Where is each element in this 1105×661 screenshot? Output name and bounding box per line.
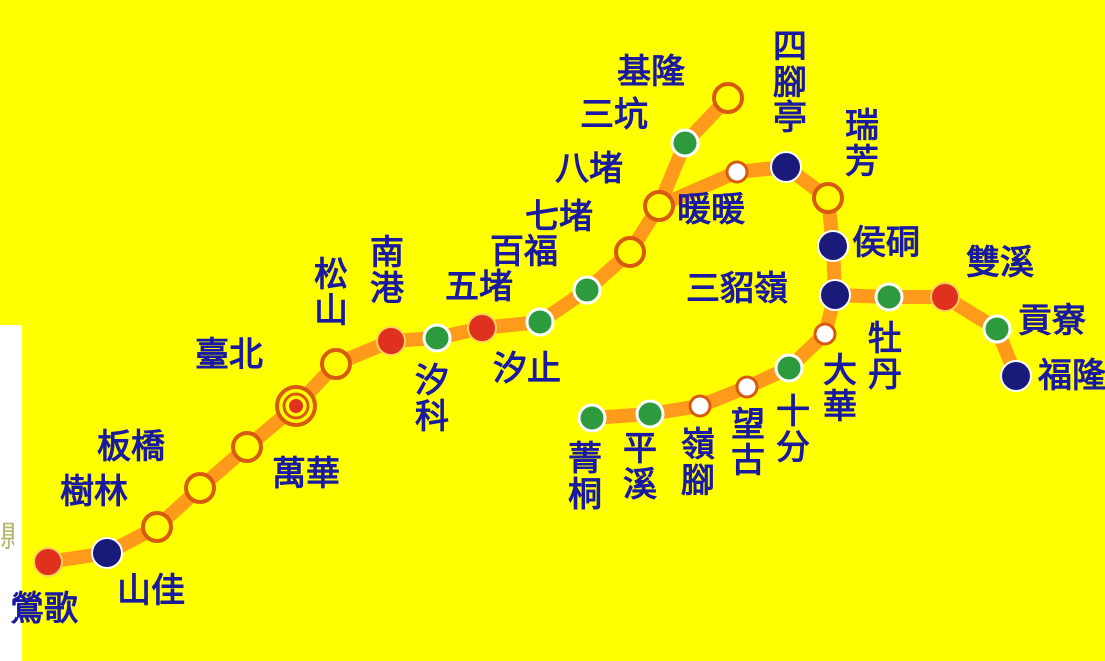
station-label: 鶯歌	[10, 589, 78, 629]
station-marker[interactable]	[467, 313, 497, 343]
station-dot	[688, 394, 712, 418]
station-label: 汐科	[415, 361, 449, 437]
station-dot	[874, 282, 904, 312]
station-label: 八堵	[555, 149, 623, 189]
station-dot	[982, 314, 1012, 344]
station-label: 三坑	[580, 95, 648, 135]
station-marker[interactable]	[812, 182, 844, 214]
station-dot	[33, 547, 63, 577]
station-dot	[422, 323, 452, 353]
station-marker[interactable]	[670, 128, 700, 158]
station-label: 嶺腳	[681, 425, 715, 501]
station-dot	[525, 307, 555, 337]
station-label: 侯硐	[852, 223, 920, 263]
station-marker[interactable]	[320, 348, 352, 380]
station-marker[interactable]	[635, 399, 665, 429]
station-label: 萬華	[272, 454, 340, 494]
track-line-2	[652, 160, 1023, 383]
station-label: 四腳亭	[773, 27, 807, 139]
station-label: 菁桐	[568, 439, 602, 515]
station-label: 南港	[370, 233, 404, 309]
station-label: 十分	[776, 392, 810, 468]
station-dot	[614, 236, 646, 268]
station-dot	[725, 160, 749, 184]
station-label: 汐止	[493, 349, 561, 389]
station-marker[interactable]	[982, 314, 1012, 344]
station-dot	[930, 282, 960, 312]
station-marker[interactable]	[614, 236, 646, 268]
station-dot	[735, 375, 759, 399]
station-label: 山佳	[117, 571, 185, 611]
station-marker[interactable]	[712, 82, 744, 114]
station-dot	[635, 399, 665, 429]
station-dot	[812, 182, 844, 214]
station-label: 平溪	[623, 429, 657, 505]
station-marker[interactable]	[688, 394, 712, 418]
station-dot	[572, 275, 602, 305]
station-label: 望古	[731, 405, 765, 481]
station-marker[interactable]	[376, 326, 406, 356]
station-label: 基隆	[617, 52, 685, 92]
station-marker[interactable]	[735, 375, 759, 399]
station-dot	[712, 82, 744, 114]
station-marker[interactable]	[577, 403, 607, 433]
station-label: 牡丹	[868, 319, 902, 395]
station-marker[interactable]	[525, 307, 555, 337]
station-dot	[577, 403, 607, 433]
track-line-1	[41, 91, 735, 569]
station-marker[interactable]	[231, 431, 263, 463]
station-label: 暖暖	[677, 190, 745, 230]
station-dot	[231, 431, 263, 463]
station-label: 五堵	[445, 267, 513, 307]
station-marker[interactable]	[422, 323, 452, 353]
station-label: 臺北	[195, 335, 263, 375]
station-marker[interactable]	[813, 322, 837, 346]
station-label: 松山	[314, 255, 348, 331]
station-marker[interactable]	[930, 282, 960, 312]
station-dot	[819, 279, 851, 311]
white-margin	[0, 325, 22, 661]
station-dot	[770, 151, 802, 183]
station-marker[interactable]	[91, 537, 123, 569]
station-dot	[817, 230, 849, 262]
station-dot	[184, 472, 216, 504]
edge-fragment-text: 縣	[0, 518, 14, 558]
station-marker[interactable]	[1000, 360, 1032, 392]
station-marker[interactable]	[770, 151, 802, 183]
station-dot	[376, 326, 406, 356]
station-label: 百福	[490, 232, 558, 272]
station-marker[interactable]	[774, 353, 804, 383]
station-label: 樹林	[60, 472, 128, 512]
station-marker[interactable]	[141, 511, 173, 543]
station-dot	[1000, 360, 1032, 392]
station-dot	[467, 313, 497, 343]
station-marker[interactable]	[275, 385, 317, 427]
station-dot	[670, 128, 700, 158]
station-marker[interactable]	[725, 160, 749, 184]
station-label: 板橋	[97, 427, 165, 467]
station-marker[interactable]	[819, 279, 851, 311]
station-label: 大華	[823, 351, 857, 427]
station-dot	[774, 353, 804, 383]
station-layer	[33, 82, 1032, 577]
station-marker[interactable]	[874, 282, 904, 312]
station-label: 七堵	[525, 197, 593, 237]
station-marker[interactable]	[643, 190, 675, 222]
station-marker[interactable]	[33, 547, 63, 577]
station-label: 福隆	[1038, 356, 1105, 396]
station-label: 三貂嶺	[686, 269, 788, 309]
station-marker[interactable]	[817, 230, 849, 262]
station-label: 雙溪	[966, 243, 1034, 283]
station-dot	[141, 511, 173, 543]
station-marker[interactable]	[572, 275, 602, 305]
station-label: 貢寮	[1018, 301, 1086, 341]
station-dot	[91, 537, 123, 569]
station-dot	[320, 348, 352, 380]
station-label: 瑞芳	[845, 106, 879, 182]
station-marker[interactable]	[184, 472, 216, 504]
station-dot	[813, 322, 837, 346]
station-dot	[643, 190, 675, 222]
